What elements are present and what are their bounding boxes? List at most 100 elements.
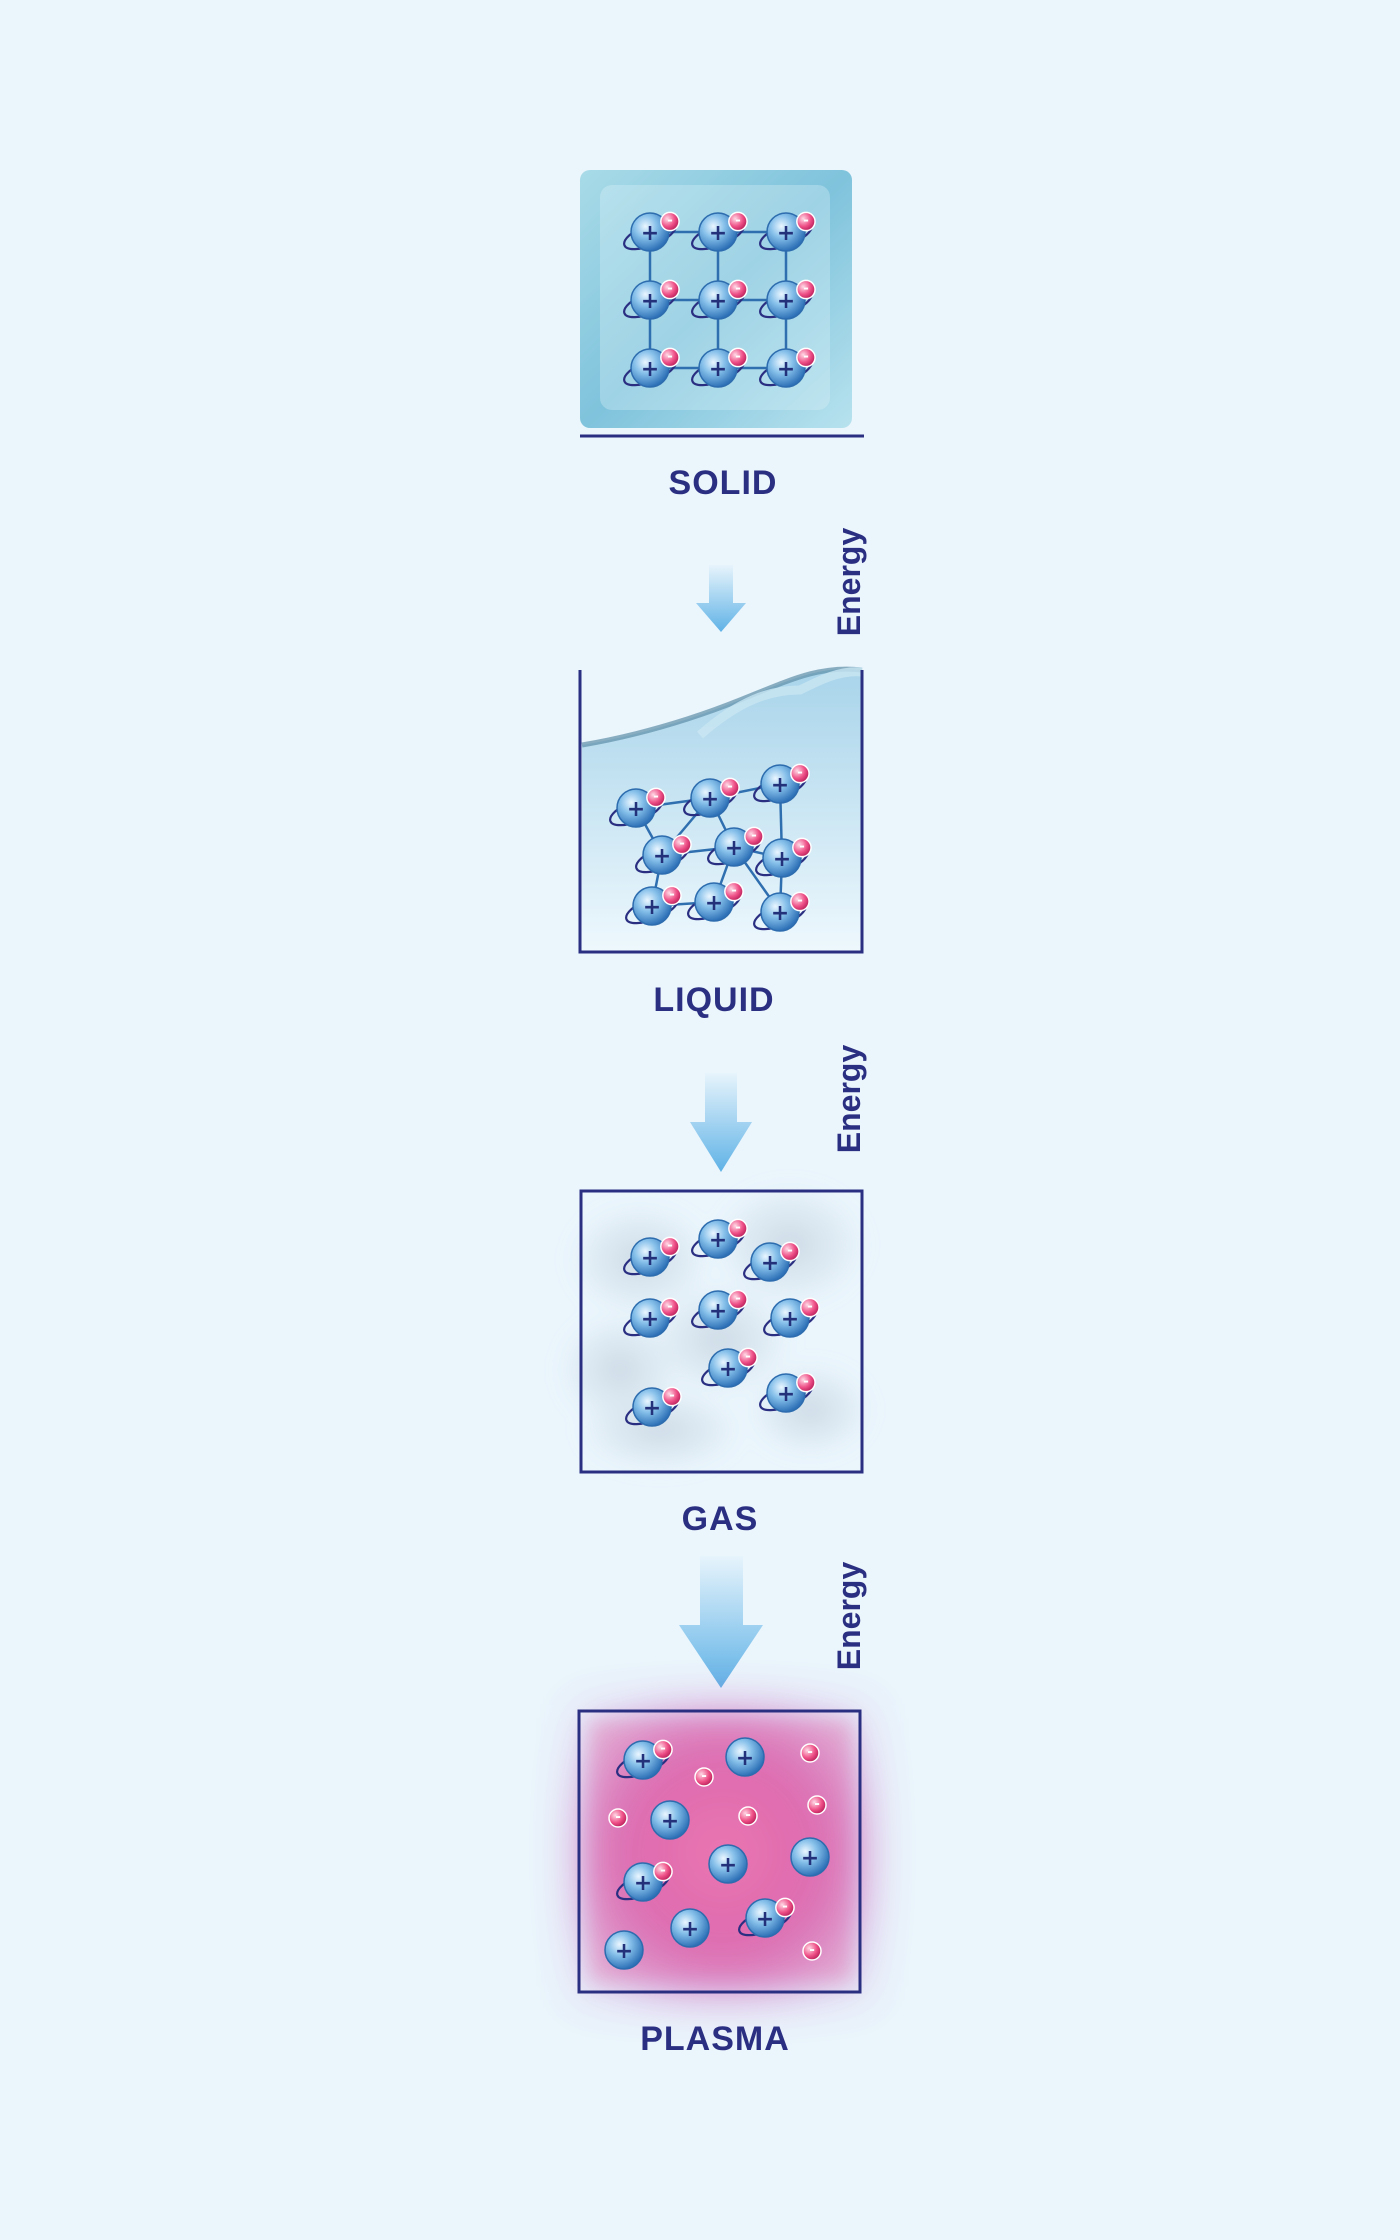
- svg-text:+: +: [771, 901, 789, 926]
- atom: +-: [635, 834, 692, 875]
- svg-text:-: -: [803, 281, 809, 297]
- solid-particles: +-+-+-+-+-+-+-+-+-: [623, 211, 816, 388]
- svg-text:+: +: [641, 1246, 659, 1271]
- svg-text:-: -: [660, 1863, 666, 1879]
- electron: -: [660, 211, 680, 232]
- electron: -: [802, 1941, 822, 1961]
- atom: +-: [691, 211, 748, 252]
- svg-text:-: -: [667, 349, 673, 365]
- atom: +-: [683, 777, 740, 818]
- svg-text:+: +: [641, 221, 659, 246]
- nucleus: +: [670, 1908, 710, 1948]
- energy-label-3: Energy: [831, 1562, 867, 1671]
- atom: +-: [623, 1297, 680, 1338]
- liquid-label: LIQUID: [653, 981, 774, 1019]
- solid-label: SOLID: [669, 464, 778, 502]
- nucleus: +: [630, 212, 670, 252]
- nucleus: +: [650, 1800, 690, 1840]
- atom: +-: [691, 347, 748, 388]
- water-wave: [581, 666, 863, 748]
- svg-text:+: +: [661, 1809, 679, 1834]
- svg-text:-: -: [669, 1388, 675, 1404]
- svg-text:-: -: [751, 828, 757, 844]
- svg-text:-: -: [814, 1796, 820, 1812]
- svg-text:+: +: [634, 1749, 652, 1774]
- atom: +-: [625, 1386, 682, 1427]
- nucleus: +: [694, 882, 734, 922]
- nucleus: +: [750, 1242, 790, 1282]
- atom: +-: [691, 1218, 748, 1259]
- nucleus: +: [708, 1844, 748, 1884]
- svg-text:-: -: [745, 1807, 751, 1823]
- svg-text:+: +: [643, 895, 661, 920]
- svg-text:-: -: [731, 883, 737, 899]
- nucleus: +: [714, 827, 754, 867]
- svg-text:-: -: [807, 1744, 813, 1760]
- svg-text:+: +: [761, 1251, 779, 1276]
- svg-text:-: -: [660, 1741, 666, 1757]
- electron: -: [728, 279, 748, 300]
- gas-particles: +-+-+-+-+-+-+-+-+-: [623, 1218, 820, 1427]
- svg-text:-: -: [653, 789, 659, 805]
- nucleus: +: [690, 778, 730, 818]
- nucleus: +: [630, 348, 670, 388]
- svg-text:-: -: [797, 765, 803, 781]
- electron: -: [694, 1767, 714, 1787]
- svg-text:+: +: [709, 289, 727, 314]
- nucleus: +: [762, 838, 802, 878]
- svg-text:-: -: [735, 349, 741, 365]
- electron: -: [724, 881, 744, 902]
- svg-text:-: -: [787, 1243, 793, 1259]
- svg-text:-: -: [782, 1899, 788, 1915]
- svg-text:-: -: [667, 281, 673, 297]
- liquid-panel: +-+-+-+-+-+-+-+-+- LIQUID: [578, 666, 864, 1019]
- atom: +-: [691, 1289, 748, 1330]
- electron: -: [653, 1861, 673, 1882]
- svg-text:-: -: [745, 1349, 751, 1365]
- electron: -: [660, 1297, 680, 1318]
- electron: -: [728, 347, 748, 368]
- nucleus: +: [698, 280, 738, 320]
- svg-text:+: +: [641, 1307, 659, 1332]
- svg-text:+: +: [701, 787, 719, 812]
- electron: -: [744, 826, 764, 847]
- nucleus: +: [745, 1898, 785, 1938]
- nucleus: +: [632, 1387, 672, 1427]
- svg-text:+: +: [643, 1396, 661, 1421]
- nucleus: +: [630, 1237, 670, 1277]
- atom: +-: [691, 279, 748, 320]
- electron: -: [796, 211, 816, 232]
- svg-text:+: +: [615, 1939, 633, 1964]
- electron: -: [720, 777, 740, 798]
- atom: +-: [623, 1236, 680, 1277]
- transition-arrow-1: Energy: [696, 528, 867, 636]
- electron: -: [728, 1218, 748, 1239]
- nucleus: +: [766, 1373, 806, 1413]
- svg-text:+: +: [709, 1299, 727, 1324]
- svg-text:-: -: [735, 1220, 741, 1236]
- atom: +-: [763, 1297, 820, 1338]
- svg-text:+: +: [756, 1907, 774, 1932]
- solid-panel: +-+-+-+-+-+-+-+-+- SOLID: [580, 170, 864, 502]
- electron: -: [728, 1289, 748, 1310]
- svg-text:-: -: [667, 1238, 673, 1254]
- nucleus: +: [698, 1290, 738, 1330]
- electron: -: [660, 1236, 680, 1257]
- atom: +-: [759, 1372, 816, 1413]
- svg-text:-: -: [803, 213, 809, 229]
- svg-text:+: +: [634, 1871, 652, 1896]
- svg-text:+: +: [777, 1382, 795, 1407]
- svg-text:-: -: [701, 1768, 707, 1784]
- energy-label-2: Energy: [831, 1045, 867, 1154]
- svg-text:+: +: [681, 1917, 699, 1942]
- nucleus: +: [760, 764, 800, 804]
- atom: +-: [616, 1861, 673, 1902]
- svg-text:-: -: [735, 1291, 741, 1307]
- svg-text:-: -: [735, 213, 741, 229]
- nucleus: +: [760, 892, 800, 932]
- liquid-particles: +-+-+-+-+-+-+-+-+-: [609, 763, 812, 932]
- nucleus: +: [766, 212, 806, 252]
- nucleus: +: [616, 788, 656, 828]
